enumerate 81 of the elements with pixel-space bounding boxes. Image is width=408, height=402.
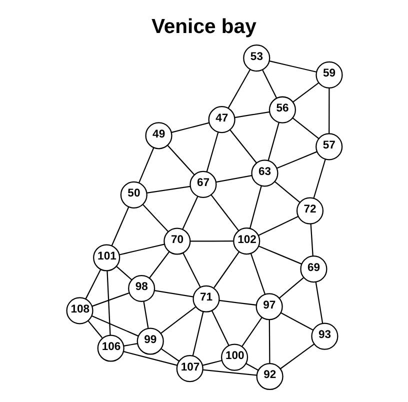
connector [91,314,138,336]
node-circle: 57 [315,132,342,160]
connector [202,359,222,366]
node-circle: 70 [163,227,190,254]
node-circle: 53 [242,44,270,72]
connector [314,281,323,323]
node-circle: 100 [220,343,248,370]
connector [160,306,196,334]
connector [87,320,102,338]
connector [258,216,298,236]
node-circle: 69 [300,255,327,282]
connector [123,350,177,366]
connector [248,185,262,228]
connector [234,110,270,118]
connector [218,299,256,306]
connector [280,343,314,369]
connector [170,122,209,132]
node-circle: 59 [315,60,342,88]
connector [142,301,148,328]
connector [229,129,256,163]
node-circle: 50 [120,180,147,208]
connector [138,146,154,183]
node-circle: 106 [96,334,124,362]
connector [227,68,250,108]
node-circle: 107 [176,354,203,382]
connector [116,266,132,280]
connector [118,243,164,255]
connector [110,206,129,246]
connector [206,132,218,172]
connector [280,312,313,330]
connector [250,252,266,294]
connector [274,180,300,202]
connector [166,144,194,174]
node-circle: 47 [208,106,235,133]
connector [190,240,234,242]
connector [210,310,229,346]
node-circle: 56 [268,96,296,123]
connector [106,270,110,335]
connector [182,196,198,229]
connector [92,292,129,306]
connector [262,69,276,98]
connector [210,194,239,231]
connector [292,117,319,138]
connector [154,290,193,297]
connector [310,223,313,256]
connector [278,276,304,298]
diagram-title: Venice bay [150,16,256,38]
node-circle: 63 [250,159,278,186]
connector [182,252,200,287]
connector [160,348,179,362]
connector [245,362,258,370]
node-circle: 98 [128,274,155,302]
node-circle: 97 [255,292,282,320]
node-circle: 99 [136,327,164,354]
connector [148,250,170,278]
connector [258,245,302,264]
node-circle: 108 [66,296,93,324]
connector [146,185,190,194]
connector [216,174,252,182]
connector [268,319,270,363]
connector [267,122,279,160]
node-circle: 101 [92,244,120,271]
node-circle: 93 [310,322,338,350]
node-circle: 67 [189,170,216,198]
node-circle: 49 [144,122,172,149]
node-circle: 71 [192,284,220,312]
connector [84,268,101,299]
connector [240,316,262,346]
node-circle: 92 [256,362,283,390]
connector [269,60,316,72]
connector [192,311,204,356]
connector [213,250,240,288]
connector [276,150,317,168]
connector [123,342,138,346]
connector [202,368,256,376]
node-circle: 102 [232,227,260,254]
node-circle: 72 [296,196,324,224]
connector [328,88,330,134]
connector [292,82,318,102]
connector [142,204,168,232]
connector [312,158,326,198]
